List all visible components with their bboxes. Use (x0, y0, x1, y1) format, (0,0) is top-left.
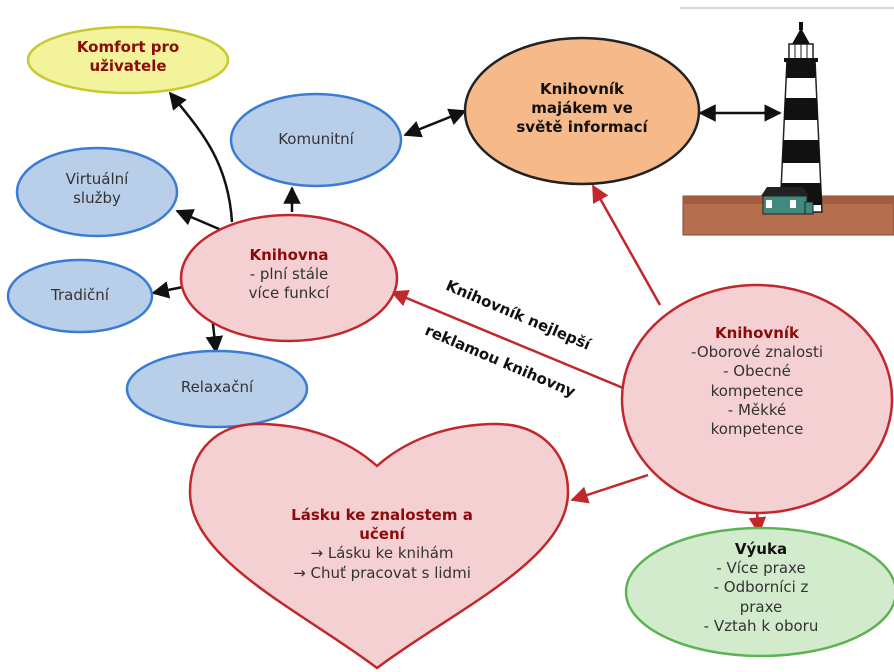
node-knihovnik: Knihovník -Oborové znalosti - Obecné kom… (657, 324, 857, 439)
node-komfort: Komfort pro uživatele (48, 38, 208, 76)
node-knihovna-line2: více funkcí (248, 284, 330, 303)
node-vyuka: Výuka - Více praxe - Odborníci z praxe -… (671, 540, 851, 636)
arrow-knihovna-tradicni (151, 281, 184, 299)
node-knihovnik-shape (620, 283, 894, 515)
node-vyuka-item: - Vztah k oboru (703, 616, 819, 635)
node-tradicni: Tradiční (20, 286, 140, 305)
arrow-knihovna-komfort (168, 91, 234, 223)
arrow-knihovna-virtualni (175, 209, 227, 234)
node-majak-shape (463, 36, 701, 186)
arrow-knihovnik-knihovna (390, 289, 629, 392)
node-komfort-title2: uživatele (89, 57, 167, 76)
node-komunitni: Komunitní (246, 130, 386, 149)
node-vyuka-item: praxe (739, 597, 783, 616)
node-virtualni-line2: služby (73, 189, 121, 208)
red-connectors (390, 184, 767, 535)
node-majak-line2: majákem ve (531, 99, 633, 118)
arrow-knihovnik-laska (570, 473, 649, 504)
node-vyuka-item: - Odborníci z (713, 578, 809, 597)
node-knihovnik-item: kompetence (710, 419, 804, 438)
lighthouse-image (680, 7, 894, 236)
arrow-knihovnik-majak (591, 184, 662, 306)
node-laska: Lásku ke znalostem a učení → Lásku ke kn… (262, 506, 502, 583)
node-knihovnik-item: -Oborové znalosti (690, 343, 823, 362)
node-tradicni-shape (6, 258, 154, 334)
node-knihovnik-item: - Měkké (727, 400, 787, 419)
arrow-komunitni-majak (403, 108, 467, 138)
node-knihovna: Knihovna - plní stále více funkcí (209, 246, 369, 304)
node-laska-item: → Chuť pracovat s lidmi (293, 563, 471, 582)
node-knihovnik-title: Knihovník (714, 324, 799, 342)
node-knihovna-line1: - plní stále (249, 265, 329, 284)
node-knihovnik-item: - Obecné (723, 362, 791, 381)
node-komfort-shape (26, 25, 230, 95)
node-komunitni-label: Komunitní (278, 130, 354, 148)
node-virtualni-shape (15, 146, 179, 238)
node-knihovna-title: Knihovna (249, 246, 329, 264)
node-vyuka-shape (624, 526, 894, 658)
node-komfort-title: Komfort pro (76, 38, 180, 56)
node-laska-title2: učení (359, 525, 405, 544)
node-relaxacni-label: Relaxační (180, 378, 254, 396)
node-knihovna-shape (179, 213, 399, 343)
node-knihovnik-item: kompetence (710, 381, 804, 400)
node-laska-title: Lásku ke znalostem a (291, 506, 473, 524)
node-relaxacni-shape (125, 349, 309, 429)
node-laska-heart-shape (188, 422, 570, 670)
node-komunitni-shape (229, 92, 403, 188)
node-majak: Knihovník majákem ve světě informací (482, 80, 682, 138)
node-vyuka-item: - Více praxe (716, 559, 806, 578)
node-virtualni: Virtuální služby (37, 170, 157, 208)
node-relaxacni: Relaxační (147, 378, 287, 397)
node-tradicni-label: Tradiční (51, 286, 109, 304)
node-laska-item: → Lásku ke knihám (310, 544, 454, 563)
node-vyuka-title: Výuka (734, 540, 788, 558)
node-majak-line1: Knihovník (539, 80, 624, 98)
node-virtualni-line1: Virtuální (65, 170, 129, 188)
node-majak-line3: světě informací (516, 118, 648, 137)
